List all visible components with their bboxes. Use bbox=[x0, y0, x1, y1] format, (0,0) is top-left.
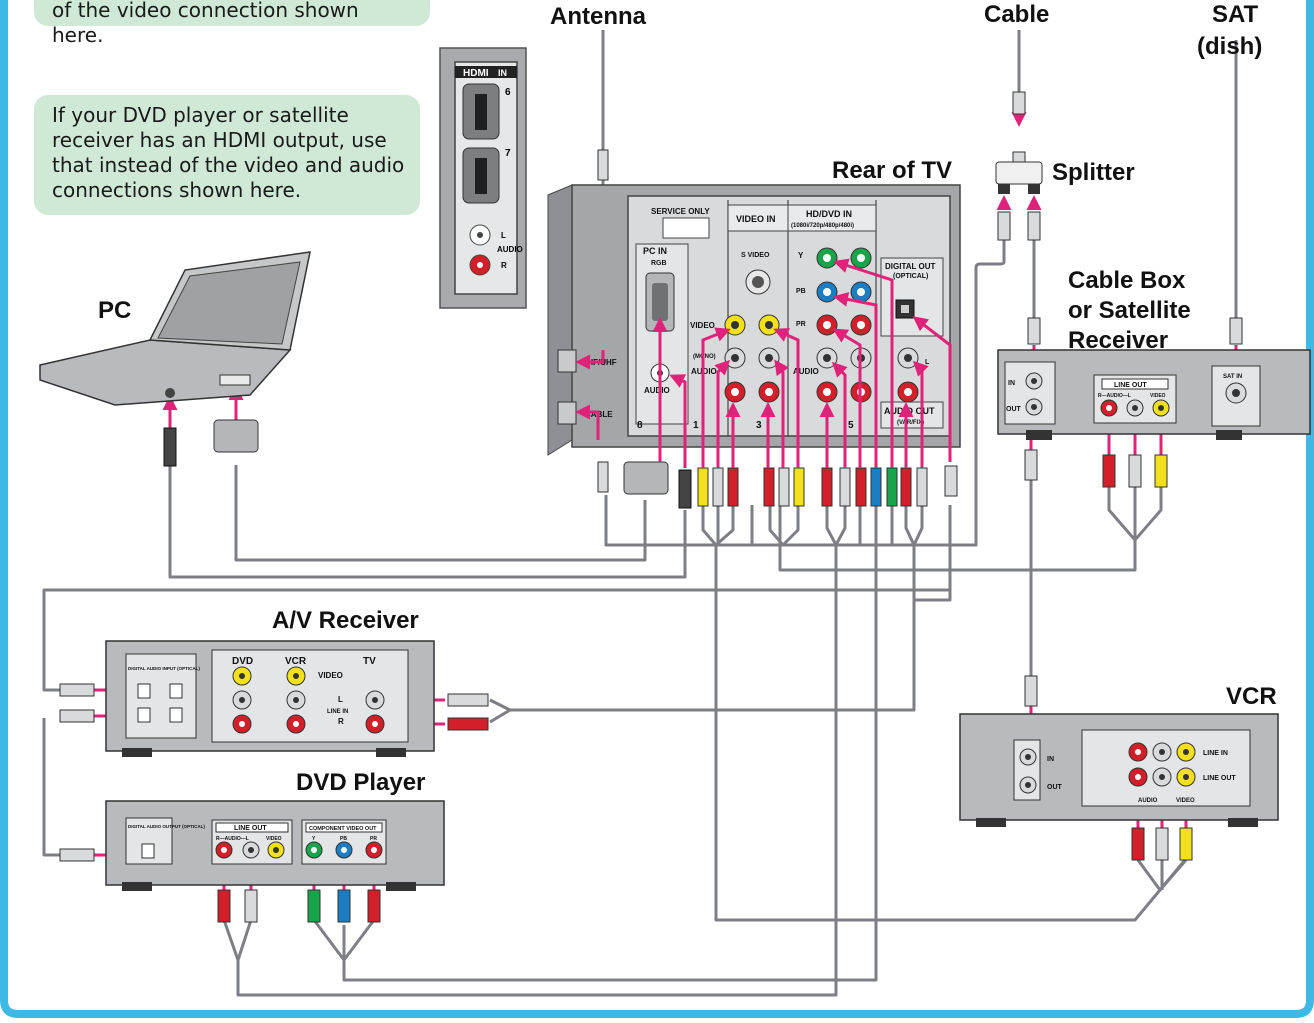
av-tv: TV bbox=[363, 656, 376, 667]
av-digital-audio-input: DIGITAL AUDIO INPUT (OPTICAL) bbox=[128, 666, 200, 671]
vcr-audio: AUDIO bbox=[1138, 798, 1158, 804]
tv-service-only: SERVICE ONLY bbox=[651, 207, 710, 216]
device-labels: Antenna Cable SAT (dish) Rear of TV Spli… bbox=[98, 1, 1277, 796]
hdmi-port-7: 7 bbox=[505, 148, 511, 159]
label-cable-box-2: or Satellite bbox=[1068, 297, 1191, 324]
cable-box-sat-in: SAT IN bbox=[1223, 374, 1242, 380]
hdmi-audio-r: R bbox=[501, 261, 507, 270]
av-r: R bbox=[338, 717, 344, 726]
av-receiver: DIGITAL AUDIO INPUT (OPTICAL) DVD VCR TV… bbox=[105, 640, 435, 757]
vcr-out: OUT bbox=[1047, 784, 1063, 791]
label-av-receiver: A/V Receiver bbox=[272, 607, 419, 634]
tv-input-3: 3 bbox=[756, 420, 762, 431]
label-cable-box-3: Receiver bbox=[1068, 327, 1168, 354]
tv-pc-audio: AUDIO bbox=[644, 386, 670, 395]
av-line-in: LINE IN bbox=[327, 709, 348, 715]
dvd-pr: PR bbox=[370, 836, 377, 842]
note-top-partial-text: of the video connection shown here. bbox=[52, 0, 359, 47]
cable-box-audio: R—AUDIO—L bbox=[1098, 393, 1131, 399]
tv-y: Y bbox=[798, 251, 804, 260]
label-vcr: VCR bbox=[1226, 683, 1277, 710]
cable-box-in: IN bbox=[1008, 380, 1015, 387]
label-splitter: Splitter bbox=[1052, 159, 1135, 186]
tv-pb: PB bbox=[796, 288, 806, 295]
tv-input-5: 5 bbox=[848, 420, 854, 431]
tv-input-8: 8 bbox=[637, 420, 643, 431]
label-dvd-player: DVD Player bbox=[296, 769, 425, 796]
dvd-component-video-out: COMPONENT VIDEO OUT bbox=[309, 826, 377, 832]
cable-box-line-out: LINE OUT bbox=[1114, 382, 1147, 389]
hdmi-in-label: IN bbox=[498, 68, 507, 78]
label-pc: PC bbox=[98, 297, 131, 324]
label-sat-dish: (dish) bbox=[1197, 33, 1262, 60]
tv-l-label: L bbox=[925, 359, 930, 366]
cable-box-out: OUT bbox=[1006, 406, 1022, 413]
tv-var-fix: (VAR/FIX) bbox=[897, 420, 924, 426]
tv-rgb: RGB bbox=[651, 260, 667, 267]
label-sat: SAT bbox=[1212, 1, 1259, 28]
dvd-digital-audio-output: DIGITAL AUDIO OUTPUT (OPTICAL) bbox=[128, 824, 205, 829]
dvd-line-out: LINE OUT bbox=[234, 825, 267, 832]
hdmi-port-6: 6 bbox=[505, 87, 511, 98]
cable-box-video: VIDEO bbox=[1150, 393, 1166, 399]
hdmi-audio-label: AUDIO bbox=[497, 245, 523, 254]
cable-lines bbox=[42, 30, 1238, 997]
av-l: L bbox=[338, 695, 343, 704]
vcr-line-out: LINE OUT bbox=[1203, 775, 1236, 782]
dvd-audio: R—AUDIO—L bbox=[216, 836, 249, 842]
hdmi-audio-l: L bbox=[501, 231, 506, 240]
splitter bbox=[995, 151, 1043, 194]
label-rear-of-tv: Rear of TV bbox=[832, 157, 952, 184]
pc-laptop bbox=[39, 251, 311, 406]
connector-heads bbox=[59, 91, 1243, 923]
tv-rear-panel: SERVICE ONLY VIDEO IN HD/DVD IN (1080i/7… bbox=[547, 184, 961, 456]
tv-pc-in: PC IN bbox=[643, 246, 667, 256]
tv-optical: (OPTICAL) bbox=[893, 273, 928, 280]
tv-hd-dvd-in: HD/DVD IN bbox=[806, 209, 852, 219]
label-cable: Cable bbox=[984, 1, 1049, 28]
tv-audio-label-b: AUDIO bbox=[793, 367, 819, 376]
note-hdmi-tip-text: If your DVD player or satellite receiver… bbox=[52, 103, 405, 202]
label-antenna: Antenna bbox=[550, 3, 647, 30]
tv-s-video: S VIDEO bbox=[741, 252, 770, 259]
tv-plug-row bbox=[597, 461, 958, 509]
tv-hd-dvd-res: (1080i/720p/480p/480i) bbox=[791, 223, 854, 229]
dvd-pb: PB bbox=[340, 836, 347, 842]
tv-digital-out: DIGITAL OUT bbox=[885, 262, 935, 271]
label-cable-box-1: Cable Box bbox=[1068, 267, 1186, 294]
vcr-video: VIDEO bbox=[1176, 798, 1195, 804]
av-vcr: VCR bbox=[285, 656, 307, 667]
note-top-partial: of the video connection shown here. bbox=[34, 0, 430, 47]
dvd-y: Y bbox=[312, 836, 316, 842]
av-dvd: DVD bbox=[232, 656, 253, 667]
tv-pr: PR bbox=[796, 321, 806, 328]
av-video: VIDEO bbox=[318, 671, 343, 680]
tv-video-label: VIDEO bbox=[690, 321, 715, 330]
cable-box: IN OUT LINE OUT R—AUDIO—L VIDEO SAT IN bbox=[997, 349, 1311, 440]
vcr: IN OUT LINE IN LINE OUT AUDIO VIDEO bbox=[959, 713, 1279, 827]
vcr-line-in: LINE IN bbox=[1203, 750, 1228, 757]
tv-video-in: VIDEO IN bbox=[736, 214, 776, 224]
dvd-player: DIGITAL AUDIO OUTPUT (OPTICAL) LINE OUT … bbox=[105, 800, 445, 891]
vcr-in: IN bbox=[1047, 756, 1054, 763]
tv-input-1: 1 bbox=[693, 420, 699, 431]
note-hdmi-tip: If your DVD player or satellite receiver… bbox=[34, 95, 420, 215]
hdmi-logo: HDMI bbox=[463, 68, 489, 79]
hdmi-panel: HDMI IN 6 7 L AUDIO R bbox=[439, 47, 527, 309]
dvd-video: VIDEO bbox=[266, 836, 282, 842]
